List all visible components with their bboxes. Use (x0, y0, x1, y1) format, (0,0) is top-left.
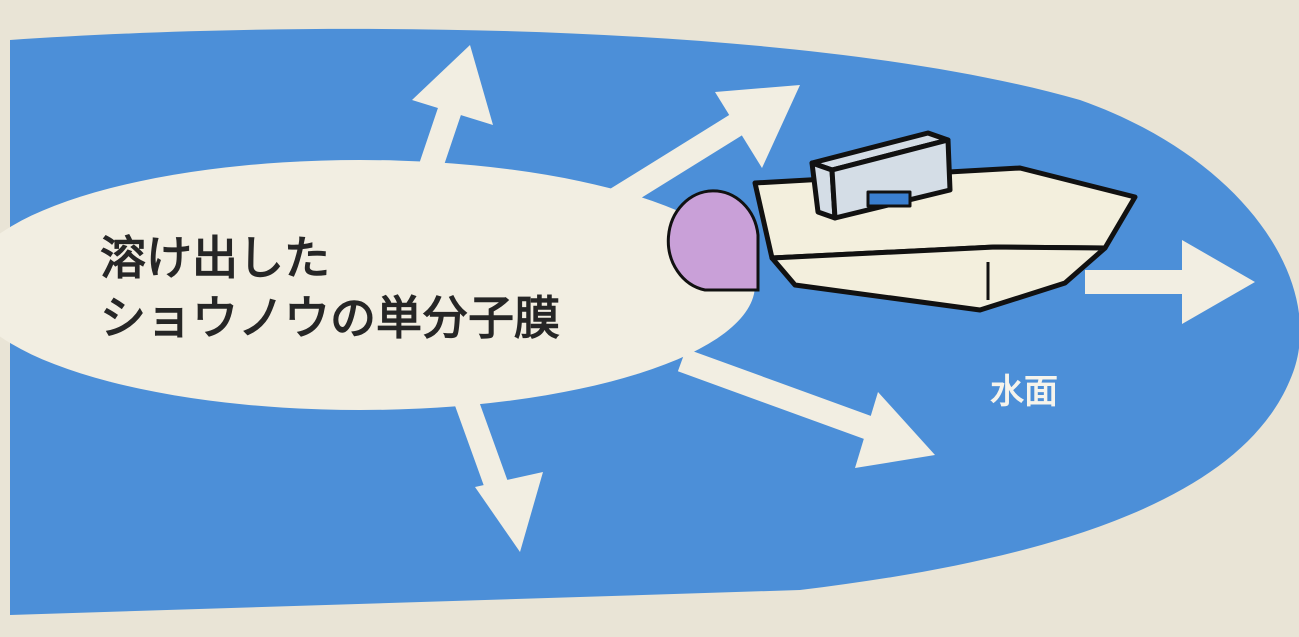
monolayer-label-line2: ショウノウの単分子膜 (100, 291, 560, 345)
arrow-icon (412, 45, 493, 125)
arrow-icon (855, 392, 935, 468)
arrow-icon (608, 104, 759, 211)
spread-arrows (412, 45, 1255, 552)
arrow-icon (677, 348, 885, 444)
camphor-icon (666, 189, 760, 292)
boat-icon (752, 130, 1138, 313)
monolayer-label: 溶け出した ショウノウの単分子膜 (100, 228, 560, 348)
monolayer-ellipse (0, 160, 755, 410)
arrow-icon (453, 393, 512, 500)
water-surface-label: 水面 (990, 372, 1058, 412)
monolayer-label-line1: 溶け出した (100, 231, 330, 285)
arrow-icon (475, 472, 543, 552)
arrow-icon (1182, 240, 1255, 324)
arrow-icon (715, 85, 800, 168)
